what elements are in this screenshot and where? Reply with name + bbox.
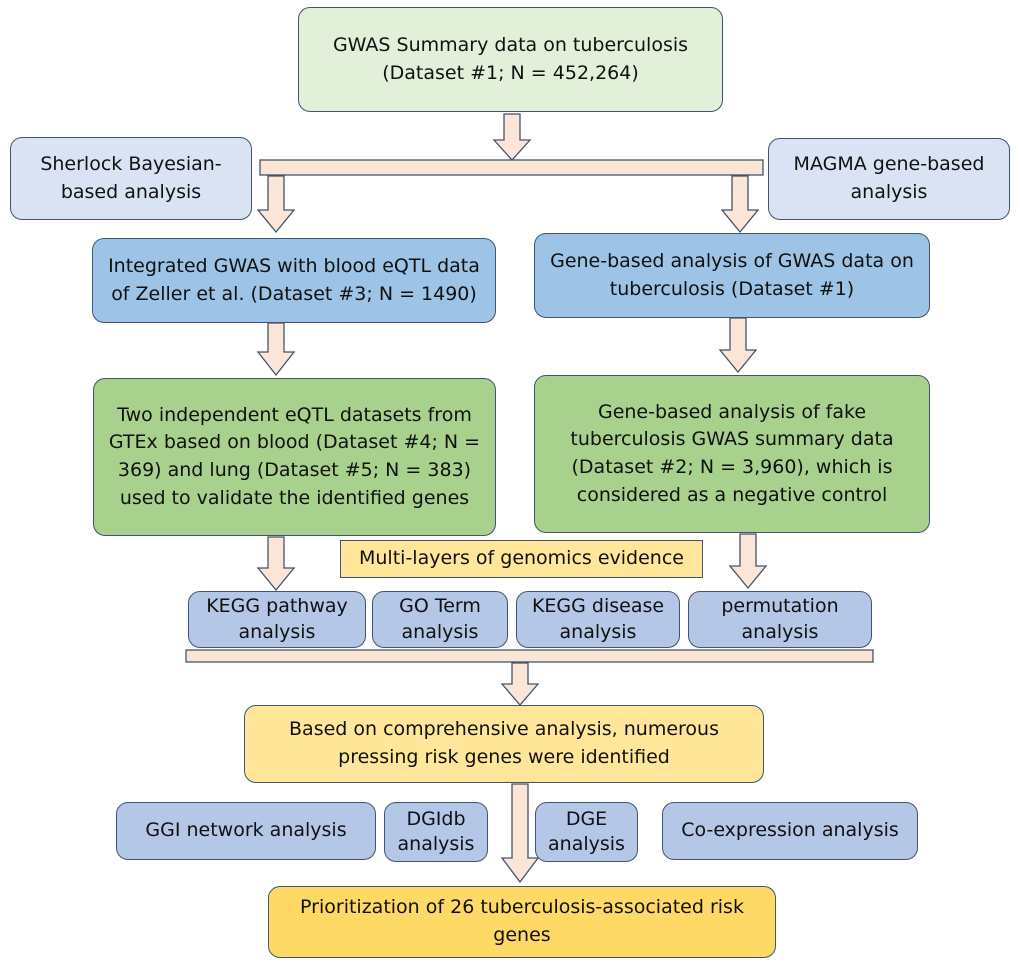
text-line: based analysis [60,180,202,203]
final-prioritization-box: Prioritization of 26 tuberculosis-associ… [268,886,776,958]
text-line: used to validate the identified genes [119,486,470,509]
text-line: considered as a negative control [576,483,888,506]
arrow-genebased-down [718,317,758,374]
ggi-network-box: GGI network analysis [116,802,376,860]
text-line: analysis [401,620,479,643]
text-line: Gene-based analysis of fake [597,400,867,423]
text-line: analysis [850,181,928,203]
text-line: GTEx based on blood (Dataset #4; N = [108,431,481,454]
text-line: permutation [721,594,839,617]
text-line: Integrated GWAS with blood eQTL data [108,254,480,277]
arrow-right-split [720,175,760,234]
kegg-pathway-box: KEGG pathway analysis [188,591,366,648]
text-line: Gene-based analysis of GWAS data on [550,249,914,272]
text-line: Two independent eQTL datasets from [117,403,472,426]
arrow-to-final [500,783,540,884]
text-line: (Dataset #2; N = 3,960), which is [571,456,893,478]
text-line: genes [493,924,551,946]
text-line: Based on comprehensive analysis, numerou… [289,718,719,741]
arrow-integrated-down [256,322,296,377]
text-line: KEGG disease [531,594,665,617]
text-line: tuberculosis GWAS summary data [570,428,894,451]
text-line: analysis [559,620,637,643]
arrow-negative-down [728,533,768,590]
text-line: Prioritization of 26 tuberculosis-associ… [300,896,744,919]
text-line: GWAS Summary data on tuberculosis [332,33,689,56]
evidence-label: Multi-layers of genomics evidence [340,540,703,578]
arrow-left-split [256,175,296,234]
permutation-box: permutation analysis [688,591,872,648]
dge-box: DGE analysis [535,802,638,862]
text-line: Multi-layers of genomics evidence [359,547,684,570]
gene-based-box: Gene-based analysis of GWAS data on tube… [534,233,930,318]
split-bar-top [259,159,764,176]
coexpression-box: Co-expression analysis [662,802,918,860]
sherlock-box: Sherlock Bayesian- based analysis [10,137,252,220]
text-line: tuberculosis (Dataset #1) [609,277,855,300]
comprehensive-analysis-box: Based on comprehensive analysis, numerou… [244,705,764,783]
merge-bar [185,649,874,663]
text-line: Sherlock Bayesian- [40,152,222,175]
text-line: analysis [238,620,316,643]
dgidb-box: DGIdb analysis [384,802,488,862]
validation-box: Two independent eQTL datasets from GTEx … [93,378,496,536]
text-line: DGIdb [406,808,466,831]
text-line: GGI network analysis [145,819,347,842]
text-line: GO Term [399,594,481,617]
kegg-disease-box: KEGG disease analysis [516,591,680,648]
text-line: 369) and lung (Dataset #5; N = 383) [117,459,472,481]
text-line: of Zeller et al. (Dataset #3; N = 1490) [111,282,477,305]
text-line: analysis [741,620,819,643]
magma-box: MAGMA gene-based analysis [768,138,1010,220]
text-line: Co-expression analysis [681,819,899,842]
gwas-summary-box: GWAS Summary data on tuberculosis (Datas… [298,7,723,112]
text-line: (Dataset #1; N = 452,264) [382,61,639,84]
arrow-top-down [492,113,532,161]
text-line: MAGMA gene-based [793,153,985,176]
text-line: DGE [565,808,608,831]
integrated-gwas-box: Integrated GWAS with blood eQTL data of … [92,238,496,323]
go-term-box: GO Term analysis [372,591,508,648]
negative-control-box: Gene-based analysis of fake tuberculosis… [534,375,930,533]
text-line: pressing risk genes were identified [338,746,670,768]
arrow-merge-down [500,662,540,706]
text-line: analysis [397,833,475,855]
arrow-validation-down [256,536,296,592]
text-line: analysis [548,833,625,855]
text-line: KEGG pathway [206,594,348,617]
